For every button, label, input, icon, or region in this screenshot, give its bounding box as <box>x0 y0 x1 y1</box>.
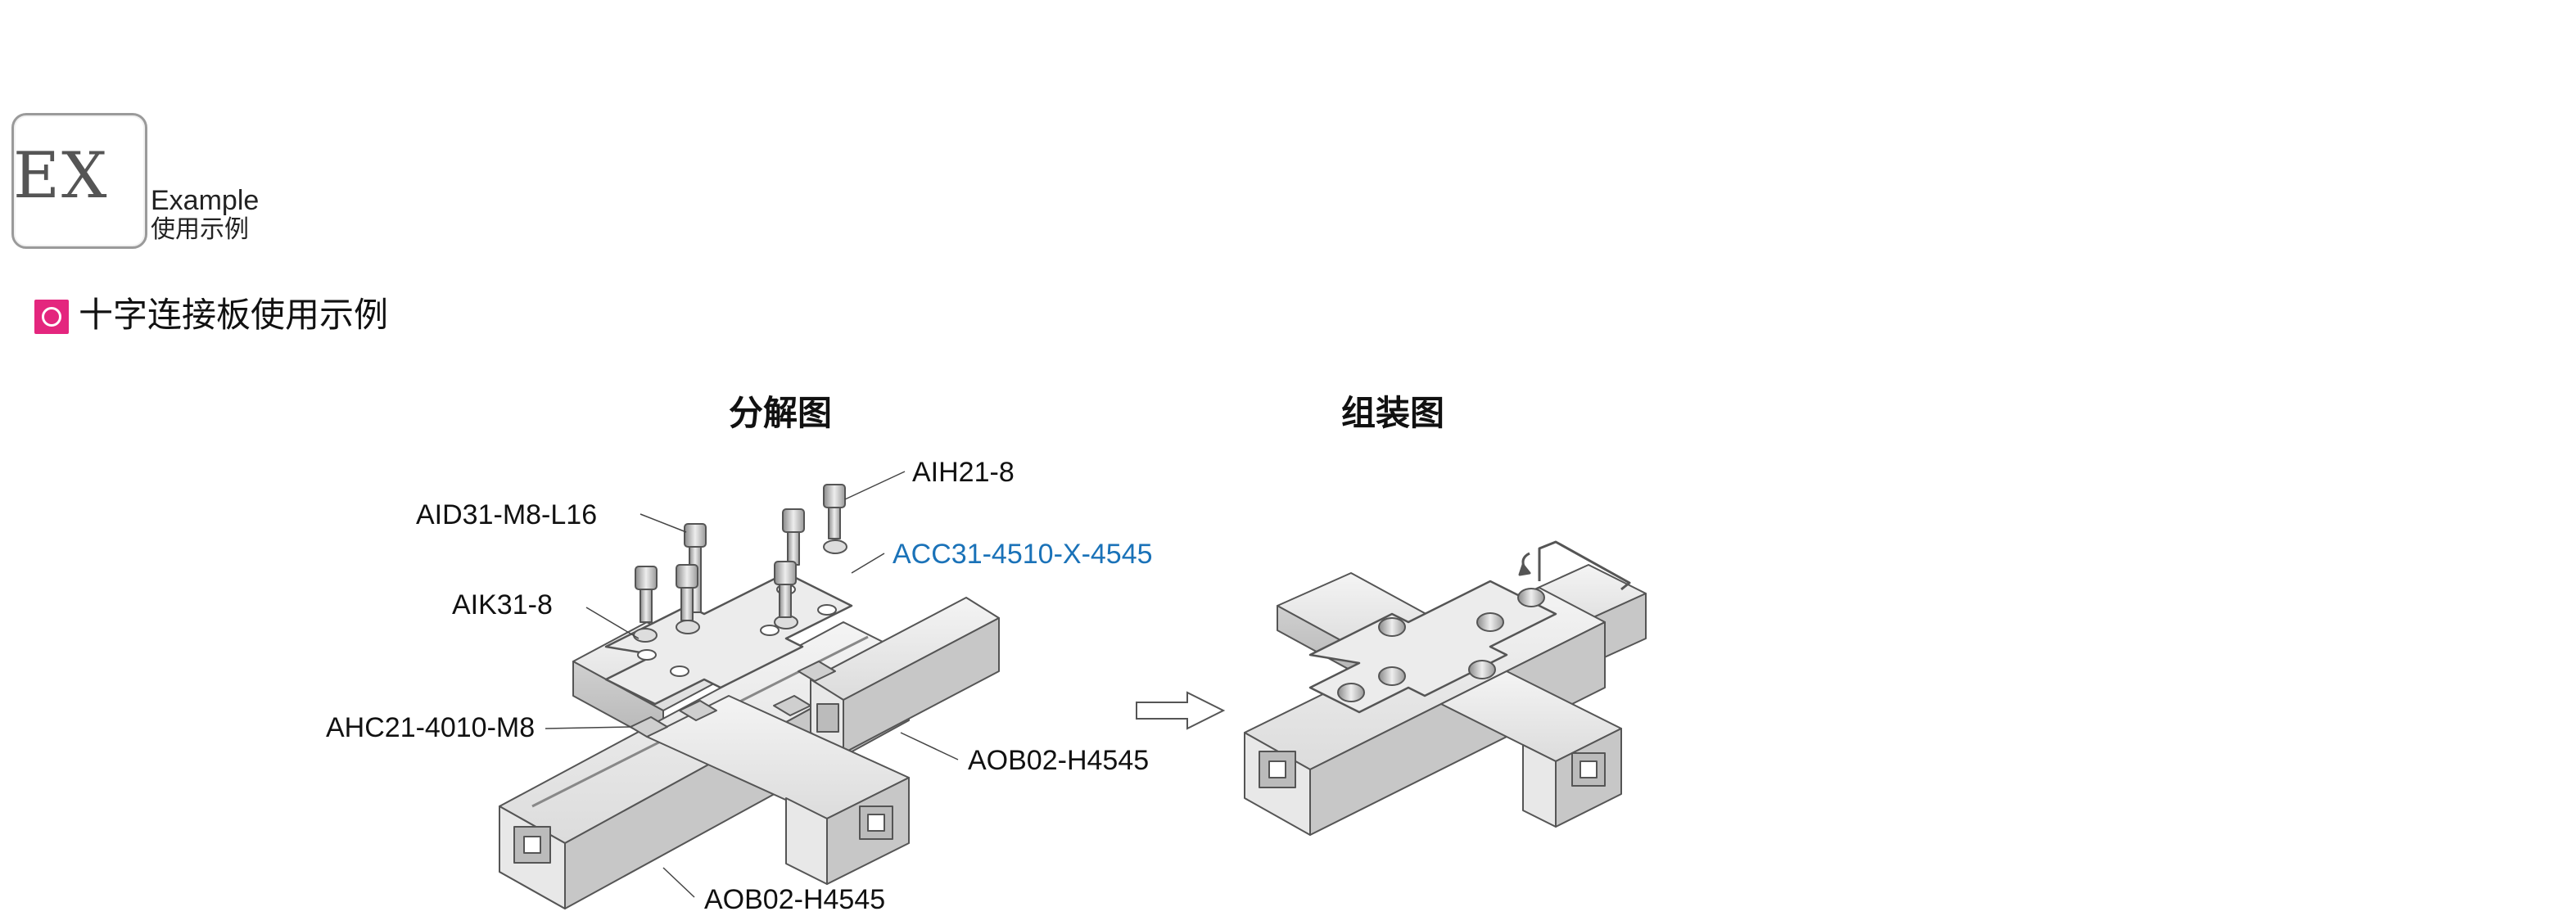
callout-ahc21: AHC21-4010-M8 <box>326 712 536 743</box>
hex-key-icon <box>1518 540 1631 591</box>
washer-group <box>633 539 847 643</box>
example-badge <box>11 113 147 249</box>
callout-aik31: AIK31-8 <box>452 589 553 620</box>
assembled-view-title: 组装图 <box>1341 393 1445 433</box>
example-label-cn: 使用示例 <box>151 215 249 244</box>
bolt-3 <box>676 564 698 621</box>
exploded-view-drawing <box>499 471 1000 909</box>
bolt-4 <box>782 508 805 566</box>
section-title: 十字连接板使用示例 <box>79 295 389 335</box>
example-label-en: Example <box>151 185 260 216</box>
exploded-view-title: 分解图 <box>729 393 833 433</box>
bolt-5 <box>774 561 797 618</box>
bolt-1 <box>635 566 658 623</box>
profile-beam-lower <box>646 695 910 885</box>
callout-aob02-right: AOB02-H4545 <box>968 745 1150 776</box>
section-bullet-icon <box>34 300 69 334</box>
assembled-view-drawing <box>1244 540 1647 836</box>
t-nut-group <box>630 661 836 738</box>
assembled-bolt-heads <box>1337 588 1545 702</box>
right-arrow-icon <box>1136 691 1226 730</box>
callout-aih21: AIH21-8 <box>912 457 1015 488</box>
bolt-group <box>635 484 846 623</box>
callout-acc31: ACC31-4510-X-4545 <box>893 539 1153 570</box>
leader-lines <box>545 471 959 898</box>
example-badge-code: EX <box>13 139 109 213</box>
bolt-6 <box>823 484 846 539</box>
profile-beam-right <box>810 597 1000 754</box>
callout-aid31: AID31-M8-L16 <box>416 499 598 530</box>
callout-aob02-bottom: AOB02-H4545 <box>704 884 886 915</box>
